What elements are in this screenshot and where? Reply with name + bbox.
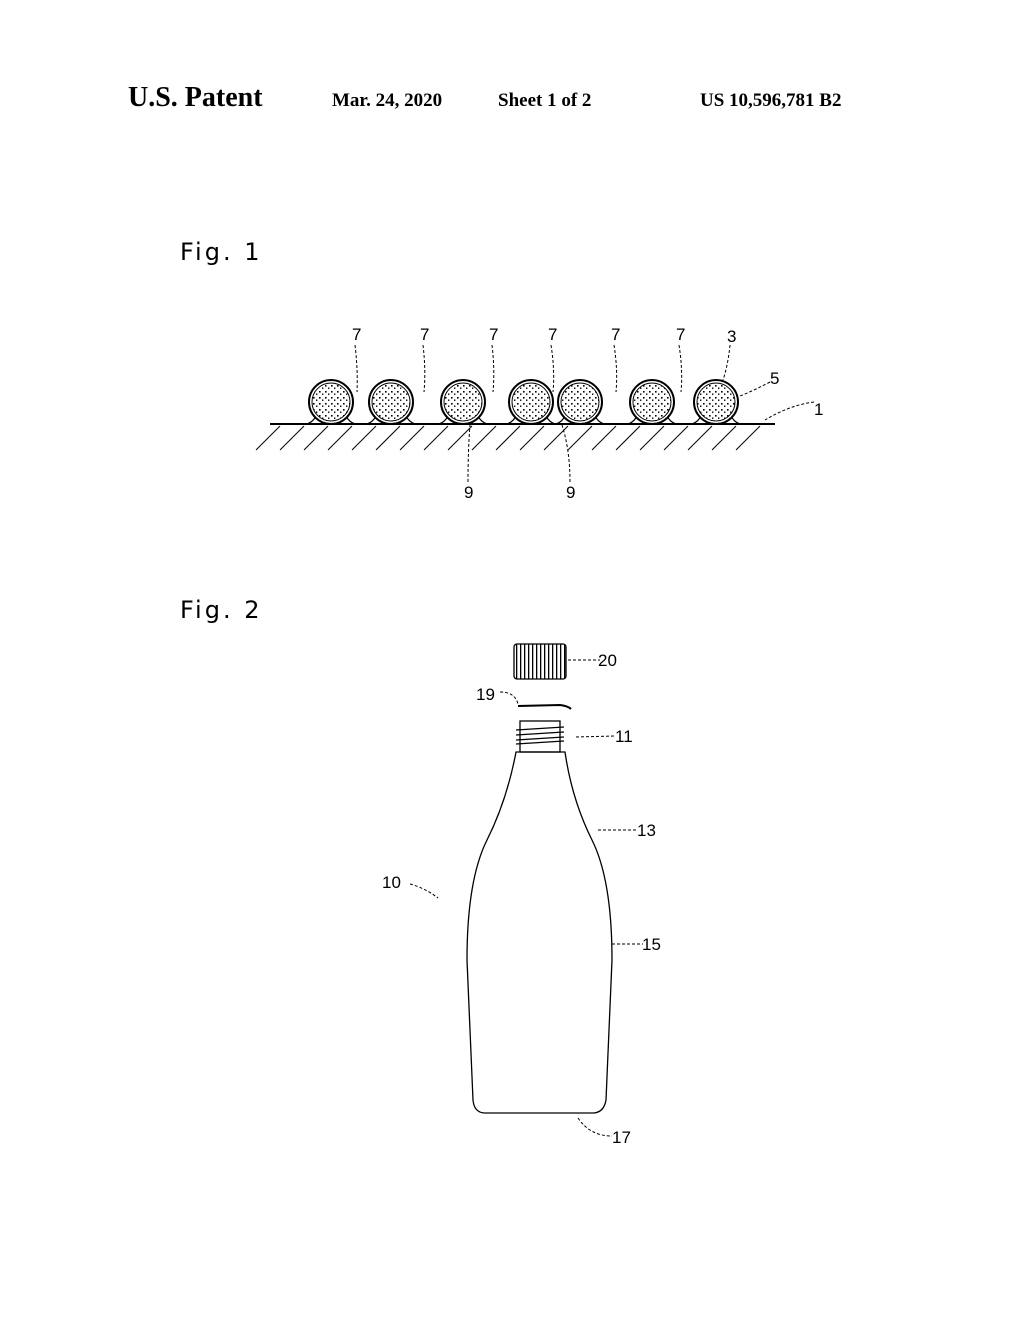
hatch-line <box>400 426 424 450</box>
hatch-line <box>304 426 328 450</box>
ref-1-substrate: 1 <box>814 400 823 419</box>
ref-9-contact-a: 9 <box>464 483 473 502</box>
coated-particle <box>439 380 487 424</box>
ref-7-gap-1: 7 <box>352 325 361 344</box>
ref-7-gap-2: 7 <box>420 325 429 344</box>
hatch-line <box>616 426 640 450</box>
coated-particle <box>628 380 676 424</box>
hatch-line <box>376 426 400 450</box>
figure-2-labels: 20 19 11 13 10 15 17 <box>382 651 661 1147</box>
substrate-hatching <box>256 426 760 450</box>
particles <box>307 380 740 424</box>
ref-7-gap-4: 7 <box>548 325 557 344</box>
figure-1-drawing: 7 7 7 7 7 7 3 5 1 9 9 <box>256 325 823 502</box>
ref-17-bottom: 17 <box>612 1128 631 1147</box>
hatch-line <box>520 426 544 450</box>
hatch-line <box>328 426 352 450</box>
bottle-mouth <box>516 721 564 752</box>
ref-11-mouth: 11 <box>615 727 633 746</box>
ref-20-cap: 20 <box>598 651 617 670</box>
hatch-line <box>544 426 568 450</box>
figure-2-drawing <box>410 644 643 1136</box>
hatch-line <box>592 426 616 450</box>
ref-7-gap-6: 7 <box>676 325 685 344</box>
coated-particle <box>507 380 555 424</box>
ref-3-particle: 3 <box>727 327 736 346</box>
hatch-line <box>640 426 664 450</box>
hatch-line <box>496 426 520 450</box>
hatch-line <box>424 426 448 450</box>
seal-sheet <box>518 705 571 709</box>
ref-10-bottle: 10 <box>382 873 401 892</box>
coated-particle <box>307 380 355 424</box>
ref-13-shoulder: 13 <box>637 821 656 840</box>
hatch-line <box>688 426 712 450</box>
ref-9-contact-b: 9 <box>566 483 575 502</box>
coated-particle <box>556 380 604 424</box>
bottle-body <box>467 752 612 1113</box>
hatch-line <box>472 426 496 450</box>
hatch-line <box>280 426 304 450</box>
hatch-line <box>568 426 592 450</box>
hatch-line <box>736 426 760 450</box>
coated-particle <box>692 380 740 424</box>
ref-7-gap-5: 7 <box>611 325 620 344</box>
hatch-line <box>256 426 280 450</box>
hatch-line <box>664 426 688 450</box>
ref-15-body: 15 <box>642 935 661 954</box>
ref-19-seal: 19 <box>476 685 495 704</box>
ref-5-coating: 5 <box>770 369 779 388</box>
coated-particle <box>367 380 415 424</box>
ref-7-gap-3: 7 <box>489 325 498 344</box>
bottle-cap <box>514 644 566 679</box>
hatch-line <box>712 426 736 450</box>
hatch-line <box>352 426 376 450</box>
